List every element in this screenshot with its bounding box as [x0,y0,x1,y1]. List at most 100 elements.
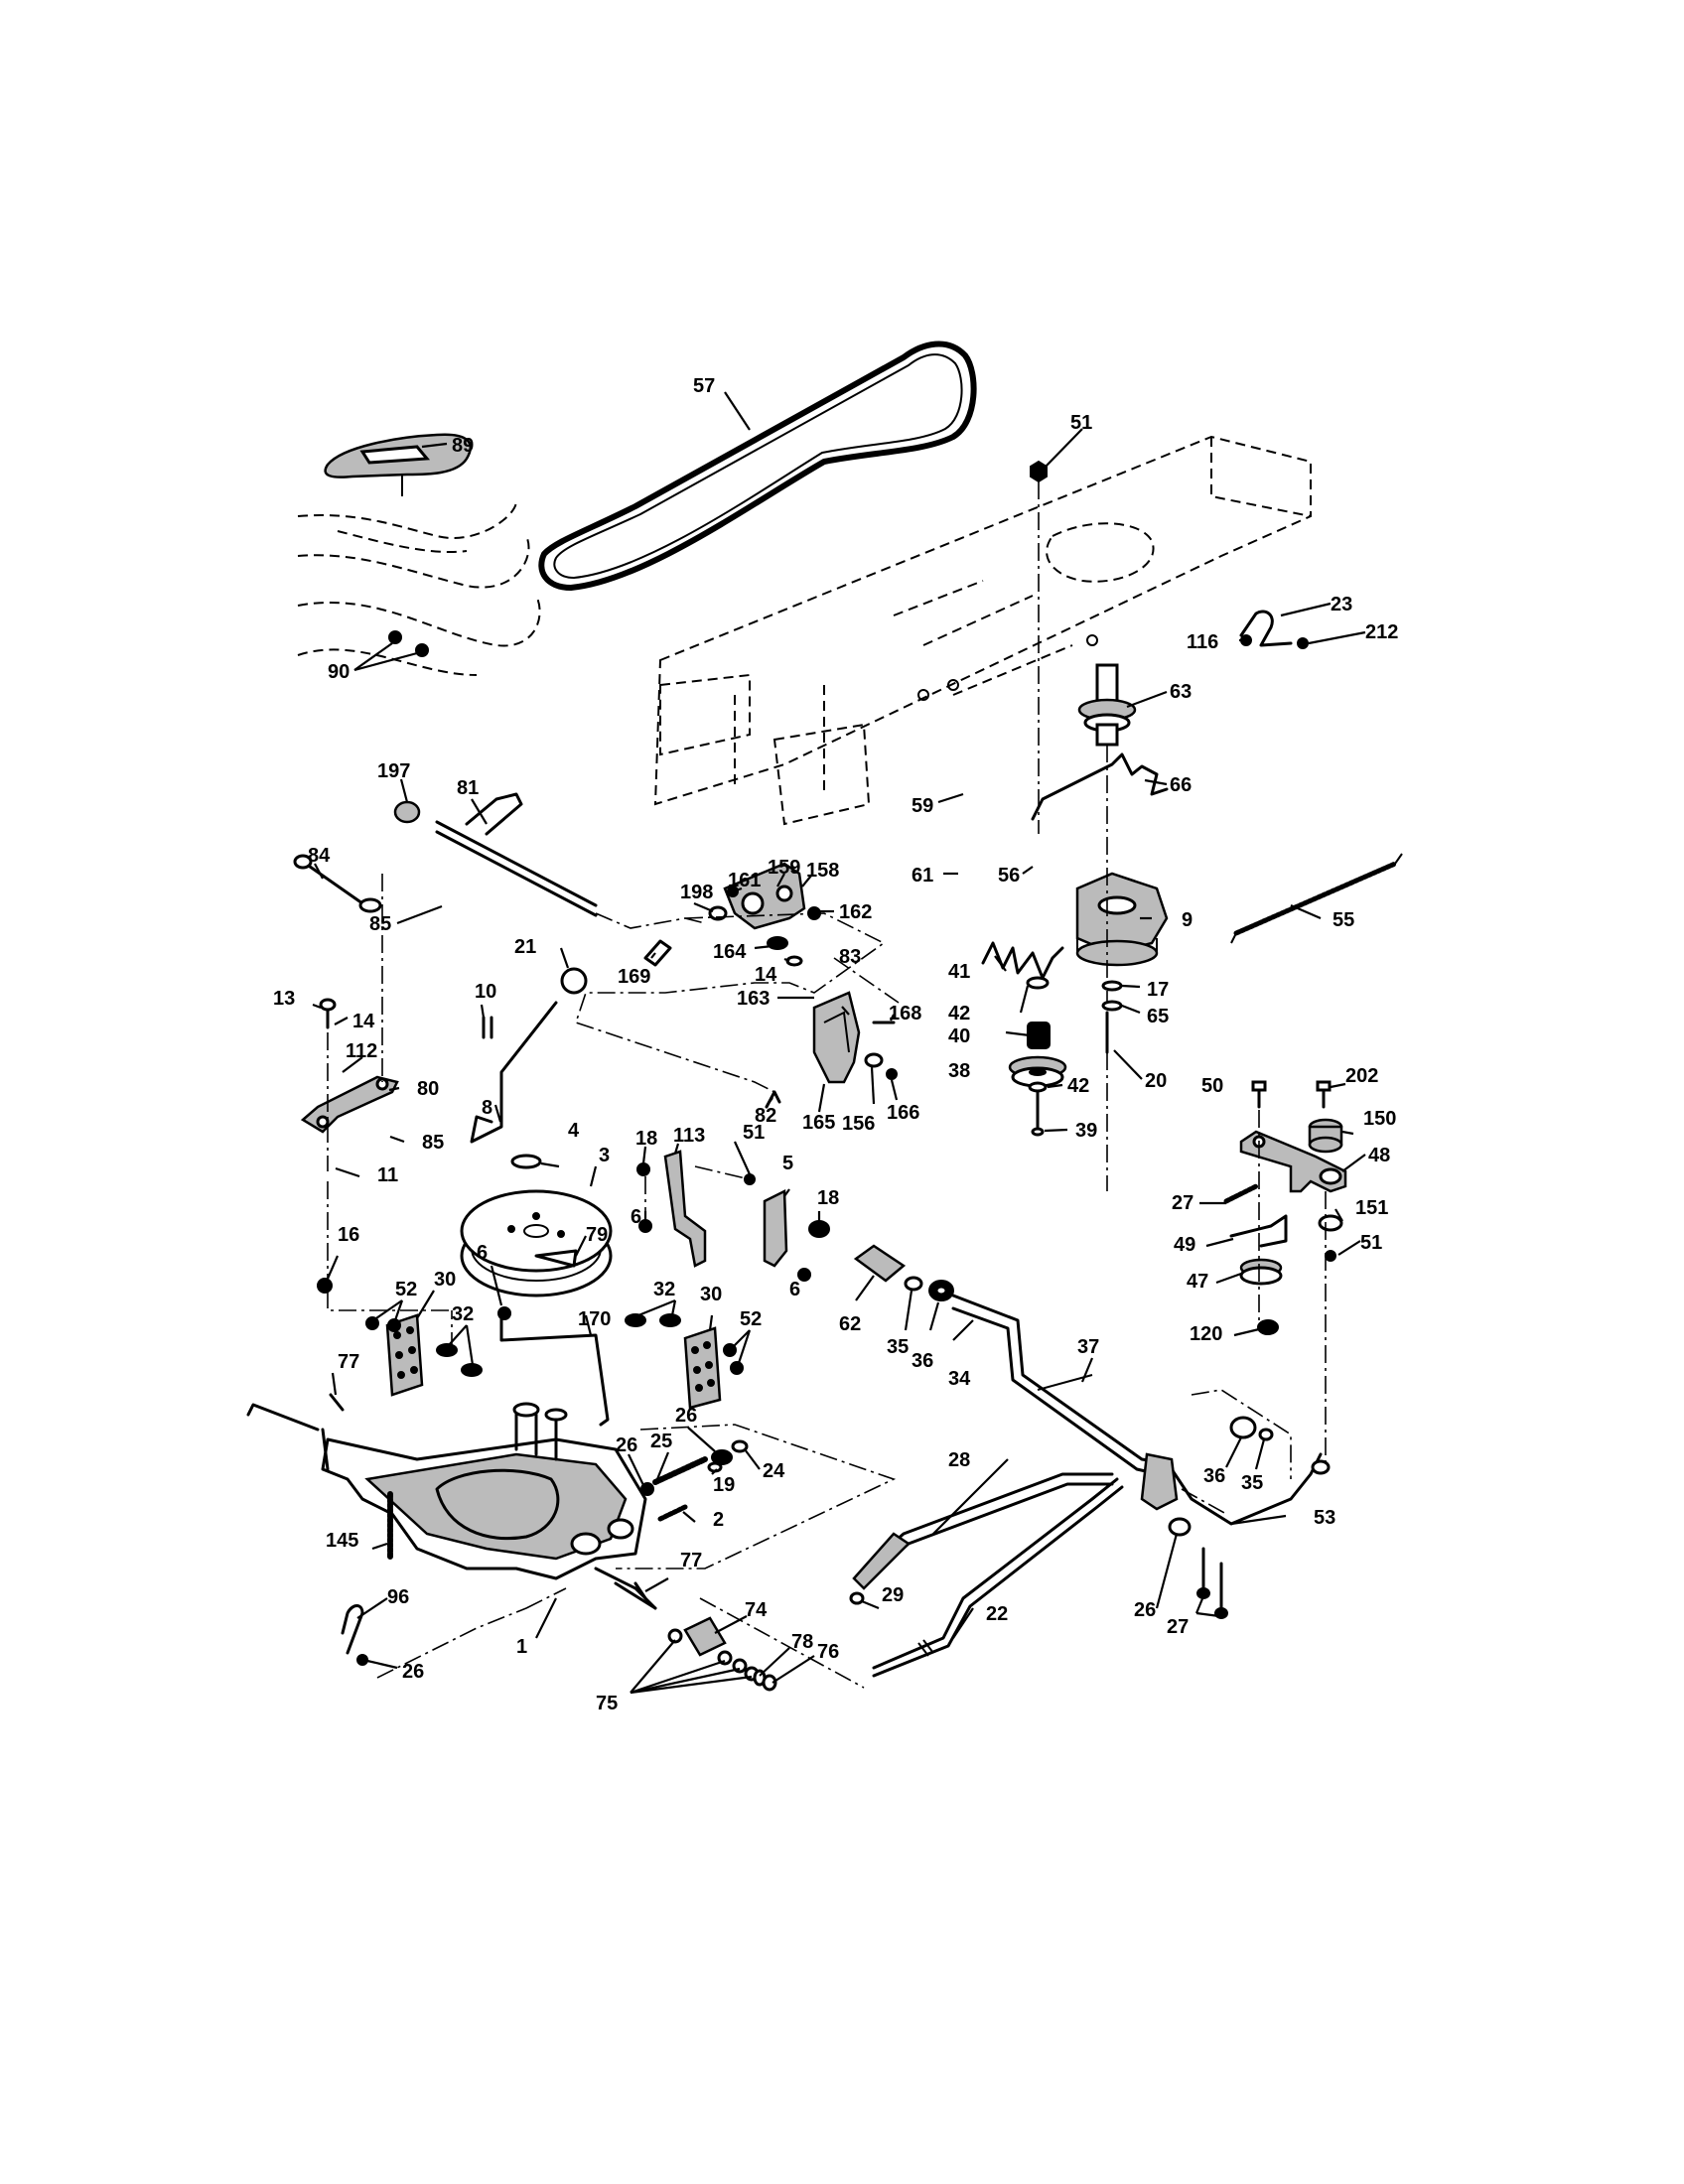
callout-36: 36 [1203,1465,1225,1487]
washer-65 [1101,1000,1123,1012]
callout-9: 9 [1182,909,1193,931]
plate-48 [1239,1130,1347,1193]
callout-79: 79 [586,1224,608,1246]
callout-23: 23 [1331,594,1352,615]
callout-170: 170 [578,1308,611,1330]
callout-168: 168 [889,1003,921,1024]
callout-150: 150 [1363,1108,1396,1130]
bolt-50 [1251,1080,1267,1109]
callout-202: 202 [1345,1065,1378,1087]
callout-49: 49 [1174,1234,1195,1256]
spacer-74 [683,1616,727,1657]
ring-4 [510,1154,542,1169]
callout-17: 17 [1147,979,1169,1001]
callout-35: 35 [887,1336,909,1358]
callout-8: 8 [482,1097,492,1119]
washer-156 [864,1052,884,1068]
callout-77: 77 [338,1351,359,1373]
nuts-52-left [365,1316,401,1332]
callout-51: 51 [1360,1232,1382,1254]
callout-28: 28 [948,1449,970,1471]
callout-21: 21 [514,936,536,958]
callout-13: 13 [273,988,295,1010]
callout-116: 116 [1187,631,1218,653]
callout-53: 53 [1314,1507,1335,1529]
callout-166: 166 [887,1102,919,1124]
frame-outline [653,435,1312,826]
callout-6: 6 [789,1279,800,1300]
pin-77-bottom [633,1581,647,1600]
callout-84: 84 [308,845,331,867]
callout-120: 120 [1190,1323,1222,1345]
knob-21 [560,967,588,995]
bracket-49 [1229,1214,1288,1248]
callout-6: 6 [477,1242,488,1264]
bracket-30-left [385,1313,424,1397]
fitting-169 [643,939,672,967]
callout-78: 78 [791,1631,813,1653]
bracket-165 [812,991,861,1084]
callout-212: 212 [1365,621,1398,643]
pedal-rod-28 [852,1472,1114,1590]
callout-3: 3 [599,1145,610,1166]
callout-26: 26 [616,1434,637,1456]
callout-37: 37 [1077,1336,1099,1358]
callout-63: 63 [1170,681,1192,703]
callout-52: 52 [740,1308,762,1330]
spacer-150 [1308,1118,1343,1154]
callout-30: 30 [434,1269,456,1291]
bolt-202 [1316,1080,1332,1109]
callout-2: 2 [713,1509,724,1531]
callout-89: 89 [452,435,474,457]
callout-113: 113 [673,1125,705,1147]
callout-164: 164 [713,941,747,963]
spring-41 [981,941,1064,980]
fitting-96 [341,1604,364,1655]
washer-42-b [1028,1081,1048,1093]
callout-4: 4 [568,1120,580,1142]
callout-59: 59 [912,795,933,817]
callout-labels: 89 57 51 23 116 212 90 63 66 197 81 59 6… [273,375,1398,1714]
pulley-63 [1077,663,1137,747]
pulley-47 [1239,1258,1283,1286]
drive-belt [538,341,977,591]
callout-34: 34 [948,1368,971,1390]
callout-32: 32 [452,1303,474,1325]
bushing-40 [1027,1022,1051,1049]
bracket-80 [300,1075,399,1134]
bracket-5 [763,1189,788,1268]
callout-18: 18 [635,1128,657,1150]
nut-120 [1257,1319,1279,1335]
washer-42-a [1026,976,1050,990]
spring-27 [1223,1183,1259,1204]
callout-62: 62 [839,1313,861,1335]
bushing-197 [393,800,421,824]
callout-158: 158 [806,860,839,882]
callout-36: 36 [912,1350,933,1372]
shaft-34 [951,1294,1174,1479]
callout-26: 26 [1134,1599,1156,1621]
callout-161: 161 [728,870,761,891]
callout-151: 151 [1355,1197,1388,1219]
callout-169: 169 [618,966,650,988]
bracket-53 [1140,1452,1331,1526]
cap-29 [849,1591,865,1605]
callout-20: 20 [1145,1070,1167,1092]
callout-32: 32 [653,1279,675,1300]
callout-27: 27 [1167,1616,1189,1638]
key-79 [534,1249,578,1268]
bolt-166 [886,1068,898,1080]
nut-26-bottom-left [356,1654,368,1666]
callout-26: 26 [402,1661,424,1683]
seat-emblem-part [324,433,472,496]
callout-30: 30 [700,1284,722,1305]
callout-165: 165 [802,1112,835,1134]
bracket-30-right [683,1326,722,1410]
fender-outline [297,500,541,676]
callout-25: 25 [650,1431,672,1452]
washer-24 [731,1439,749,1453]
callout-159: 159 [768,857,800,879]
nut-26-a [640,1482,654,1496]
callout-51: 51 [1070,412,1092,434]
bolt-39 [1031,1090,1045,1137]
